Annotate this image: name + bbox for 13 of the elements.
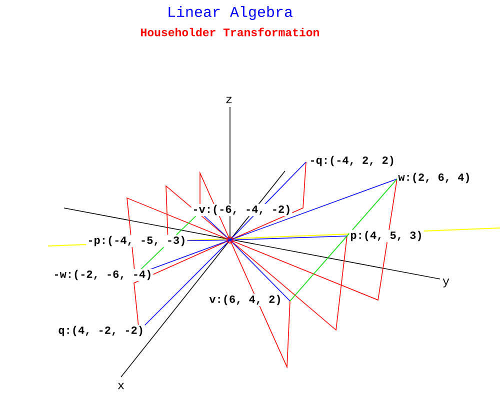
point-label: -p:(-4, -5, -3)	[86, 234, 188, 248]
point-label: -v:(-6, -4, -2)	[191, 204, 292, 216]
title: Linear Algebra	[168, 6, 292, 20]
point-label: -w:(-2, -6, -4)	[52, 268, 154, 282]
axis-label: z	[226, 96, 232, 104]
subtitle: Householder Transformation	[141, 28, 319, 36]
point-label: q:(4, -2, -2)	[57, 324, 146, 338]
axis-label: x	[118, 382, 124, 390]
point-label: p:(4, 5, 3)	[349, 230, 424, 242]
axis-label: y	[442, 278, 450, 288]
point-label: -q:(-4, 2, 2)	[308, 154, 396, 168]
point-label: v:(6, 4, 2)	[208, 294, 283, 306]
point-label: w:(2, 6, 4)	[397, 172, 472, 184]
